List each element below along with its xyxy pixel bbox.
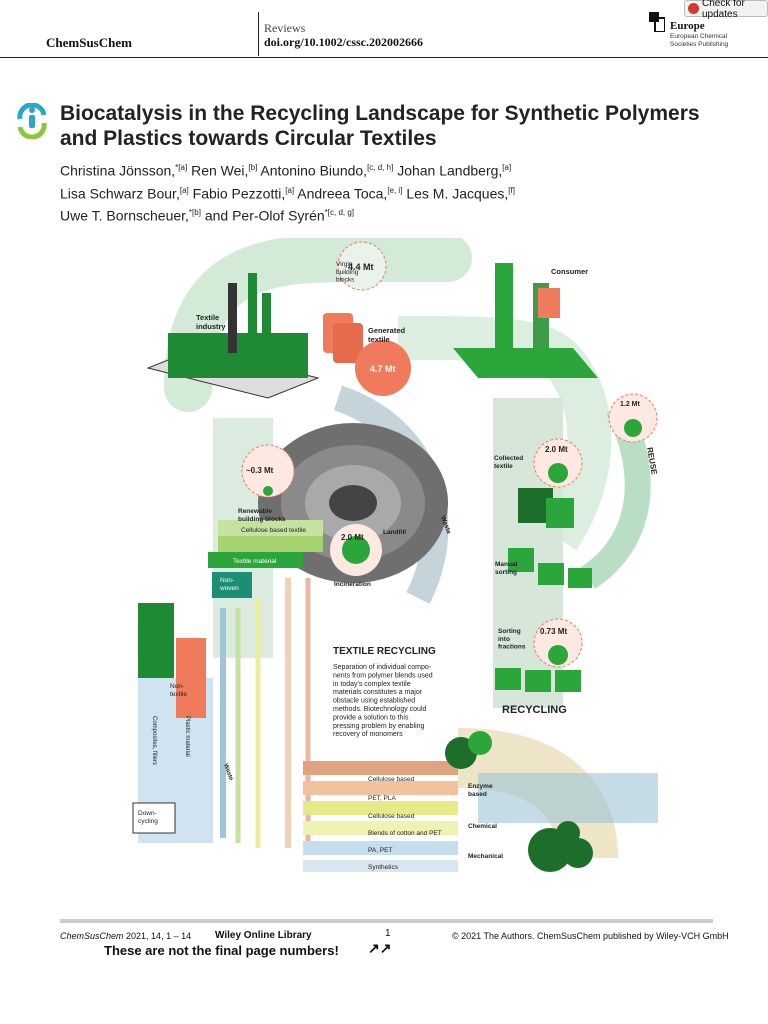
author-affiliation: [e, i] — [387, 185, 403, 195]
label-reuse-mt: 1.2 Mt — [620, 401, 641, 408]
stream-label: Cellulose based — [368, 776, 415, 783]
footer-citation: ChemSusChem 2021, 14, 1 – 14 — [60, 931, 191, 941]
author-affiliation: *[b] — [188, 208, 201, 218]
label-textile-material: Textile material — [233, 558, 277, 565]
author-name[interactable]: Andreea Toca, — [294, 185, 388, 202]
publisher-logo-icon — [649, 12, 665, 32]
label-composites: Composites, fillers — [151, 716, 157, 765]
author-name[interactable]: Uwe T. Bornscheuer, — [60, 207, 189, 224]
author-name[interactable]: and Per-Olof Syrén — [200, 207, 325, 224]
label-recycling-title: TEXTILE RECYCLING — [333, 646, 436, 657]
article-info-icon[interactable] — [14, 103, 50, 139]
final-page-note: These are not the final page numbers! — [104, 943, 339, 958]
author-name[interactable]: Johan Landberg, — [393, 162, 503, 179]
author-affiliation: [a] — [285, 185, 295, 195]
footer-citation-text: 2021, 14, 1 – 14 — [123, 931, 192, 941]
building-block-stack — [218, 520, 323, 536]
label-waste-side: Waste — [222, 763, 234, 782]
label-cellulose-textile: Cellulose based textile — [241, 527, 306, 534]
label-mechanical: Mechanical — [468, 853, 503, 860]
author-line: Uwe T. Bornscheuer,*[b] and Per-Olof Syr… — [60, 203, 740, 226]
author-name[interactable]: Antonino Biundo, — [257, 162, 368, 179]
author-name[interactable]: Christina Jönsson, — [60, 162, 176, 179]
author-affiliation: [c, d, h] — [367, 163, 394, 172]
publisher-subtitle-line: European Chemical — [670, 33, 728, 40]
publisher-subtitle: European Chemical Societies Publishing — [670, 33, 728, 49]
page-number: 1 — [385, 928, 391, 939]
author-list: Christina Jönsson,*[a] Ren Wei,[b] Anton… — [60, 158, 740, 226]
stream-label: PA, PET — [368, 847, 392, 854]
label-generated-mt: 4.7 Mt — [370, 364, 396, 374]
updates-icon — [688, 3, 699, 14]
check-updates-button[interactable]: Check for updates — [684, 0, 768, 20]
label-collected-mt: 2.0 Mt — [545, 445, 568, 454]
header-rule — [0, 57, 768, 58]
author-affiliation: [a] — [502, 163, 512, 172]
journal-name: ChemSusChem — [46, 35, 132, 50]
author-name[interactable]: Les M. Jacques, — [402, 185, 509, 202]
label-incineration: Incineration — [334, 581, 371, 588]
label-non-woven: Non-woven — [219, 577, 239, 592]
author-affiliation: [b] — [248, 163, 258, 172]
author-affiliation: *[a] — [175, 163, 188, 172]
label-recycling: RECYCLING — [502, 704, 567, 716]
article-title: Biocatalysis in the Recycling Landscape … — [60, 102, 700, 150]
label-consumer: Consumer — [551, 267, 588, 276]
label-recycling-body: Separation of individual compo-nents fro… — [333, 664, 433, 738]
label-landfill-mt: 2.0 Mt — [341, 533, 364, 542]
label-renewable-mt: ~0.3 Mt — [246, 466, 274, 475]
label-sorting-mt: 0.73 Mt — [540, 627, 567, 636]
arrows-icon: ↗↗ — [368, 940, 392, 956]
label-chemical: Chemical — [468, 823, 497, 830]
stream-label: Cellulose based — [368, 813, 415, 820]
author-name[interactable]: Lisa Schwarz Bour, — [60, 185, 180, 202]
label-plastic-material: Plastic material — [184, 716, 190, 757]
article-type: Reviews — [264, 21, 306, 35]
publisher-name: Europe — [670, 20, 705, 32]
footer-rule — [60, 919, 713, 923]
check-updates-label: Check for updates — [702, 0, 745, 20]
copyright-notice: © 2021 The Authors. ChemSusChem publishe… — [452, 931, 729, 941]
label-non-textile: Non-textile — [170, 683, 187, 698]
header-separator — [258, 12, 259, 56]
author-line: Christina Jönsson,*[a] Ren Wei,[b] Anton… — [60, 158, 740, 181]
author-affiliation: [f] — [508, 185, 515, 195]
label-virgin-mt: 4.4 Mt — [348, 262, 374, 272]
footer-journal-name: ChemSusChem — [60, 931, 124, 941]
stream-label: PET, PLA — [368, 795, 396, 802]
publisher-subtitle-line: Societies Publishing — [670, 41, 729, 48]
label-downcycling: Down-cycling — [138, 810, 158, 825]
wiley-online-library-link[interactable]: Wiley Online Library — [215, 930, 312, 941]
label-landfill: Landfill — [383, 529, 406, 536]
stream-label: Synthetics — [368, 864, 399, 871]
consumer-platform — [453, 348, 598, 378]
author-affiliation: *[c, d, g] — [324, 208, 355, 218]
author-name[interactable]: Fabio Pezzotti, — [188, 185, 286, 202]
stream-label: Blends of cotton and PET — [368, 830, 442, 837]
author-name[interactable]: Ren Wei, — [187, 162, 249, 179]
author-affiliation: [a] — [179, 185, 189, 195]
doi-link[interactable]: doi.org/10.1002/cssc.202002666 — [264, 35, 423, 49]
author-line: Lisa Schwarz Bour,[a] Fabio Pezzotti,[a]… — [60, 181, 740, 204]
